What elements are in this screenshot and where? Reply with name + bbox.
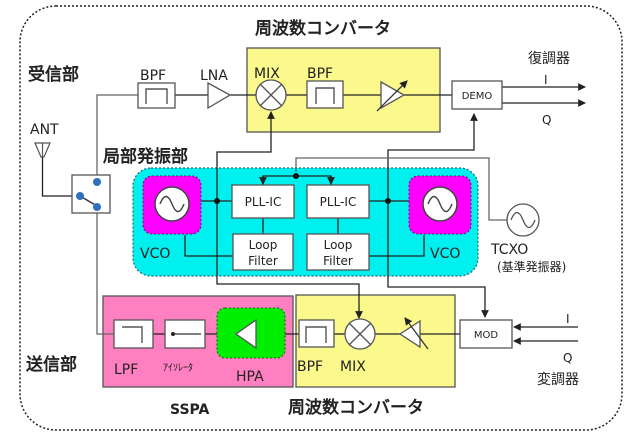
lpf[interactable]: [113, 319, 154, 349]
tx-mixer-icon[interactable]: [344, 318, 376, 350]
vco-right-label: VCO: [430, 246, 460, 262]
antenna-icon: [34, 142, 51, 158]
pll-left-label: PLL-IC: [245, 195, 282, 209]
hpa-block[interactable]: [216, 307, 286, 359]
tr-switch[interactable]: [71, 174, 111, 214]
tx-variable-amplifier-icon[interactable]: [398, 317, 429, 350]
lo-wire-left-to-rx-mix: [216, 111, 275, 201]
demo-block[interactable]: DEMO: [451, 80, 503, 110]
isolator-label: ｱｲｿﾚｰﾀ: [163, 362, 193, 374]
pll-ic-left[interactable]: PLL-IC: [231, 184, 295, 219]
tcxo-label: TCXO: [490, 242, 528, 258]
vco-left[interactable]: [142, 175, 202, 235]
ant-label: ANT: [30, 122, 59, 138]
rx-converter-title: 周波数コンバータ: [255, 18, 391, 39]
local-osc-box: [132, 167, 479, 277]
rx-q-label: Q: [542, 113, 551, 127]
rx-lna-amplifier-icon[interactable]: [207, 81, 232, 110]
lpf-label: LPF: [114, 362, 138, 378]
isolator[interactable]: [164, 319, 206, 349]
receiver-label: 受信部: [28, 64, 79, 85]
lo-wire-right-to-demo: [387, 113, 478, 201]
loop-left-line1: Loop: [249, 238, 278, 252]
lo-wire-right-to-mod: [387, 201, 489, 318]
pll-ic-right[interactable]: PLL-IC: [306, 184, 370, 219]
local-osc-label: 局部発振部: [103, 146, 188, 167]
tx-conv-bpf[interactable]: [298, 319, 335, 348]
loop-filter-left[interactable]: Loop Filter: [232, 233, 294, 271]
tx-conv-bpf-label: BPF: [297, 359, 323, 375]
lo-wire-left-to-tx-mix: [216, 201, 363, 319]
rx-conv-bpf-label: BPF: [307, 66, 333, 82]
transmitter-label: 送信部: [26, 354, 77, 375]
tx-i-label: I: [566, 312, 570, 326]
rx-lna-label: LNA: [200, 68, 228, 84]
sspa-label: SSPA: [170, 402, 210, 418]
mod-label: MOD: [474, 330, 498, 341]
loop-left-line2: Filter: [248, 254, 278, 268]
tx-q-label: Q: [563, 351, 572, 365]
rx-conv-bpf[interactable]: [306, 80, 344, 109]
rx-bpf-label: BPF: [140, 68, 166, 84]
outer-boundary: [19, 5, 623, 431]
rx-i-label: I: [544, 73, 548, 87]
loop-right-line2: Filter: [323, 254, 353, 268]
lo-wire-vco-left-ctrl: [184, 235, 233, 257]
rx-mix-label: MIX: [254, 66, 280, 82]
rx-mixer-icon[interactable]: [255, 79, 287, 111]
tx-converter-title: 周波数コンバータ: [288, 397, 424, 418]
tcxo-sub-label: (基準発振器): [497, 259, 566, 274]
loop-right-line1: Loop: [324, 238, 353, 252]
vco-left-label: VCO: [140, 246, 170, 262]
lo-wire-tcxo-ref: [295, 157, 507, 221]
junction-dot: [385, 198, 391, 204]
tcxo-oscillator[interactable]: [506, 203, 540, 237]
tx-mix-label: MIX: [340, 359, 366, 375]
hpa-label: HPA: [236, 369, 264, 385]
loop-filter-right[interactable]: Loop Filter: [306, 233, 370, 271]
lo-wire-vco-right-ctrl: [365, 235, 425, 257]
hpa-amplifier-icon: [234, 318, 257, 350]
mod-block[interactable]: MOD: [459, 319, 513, 349]
junction-dot: [293, 173, 299, 179]
rx-variable-amplifier-icon[interactable]: [376, 80, 408, 112]
tx-wire-lpf-to-switch: [96, 208, 114, 335]
junction-dot: [214, 198, 220, 204]
rx-wire-switch-to-bpf: [96, 94, 138, 188]
pll-right-label: PLL-IC: [320, 195, 357, 209]
rx-bpf[interactable]: [137, 82, 176, 109]
modulator-label: 変調器: [537, 371, 579, 388]
vco-right[interactable]: [408, 175, 472, 235]
ant-wire-to-switch: [41, 157, 80, 197]
demodulator-label: 復調器: [528, 50, 570, 67]
demo-label: DEMO: [462, 91, 493, 102]
